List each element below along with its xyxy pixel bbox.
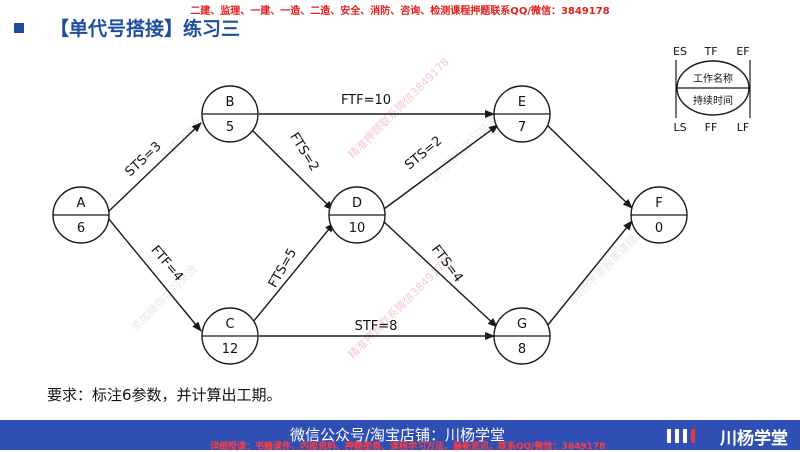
legend-lf: LF bbox=[737, 121, 749, 134]
node-a: A6 bbox=[52, 186, 110, 244]
legend: ES TF EF LS FF LF 工作名称 持续时间 bbox=[673, 45, 751, 134]
legend-ef: EF bbox=[736, 45, 749, 58]
legend-ff: FF bbox=[705, 121, 718, 134]
node-e: E7 bbox=[493, 85, 551, 143]
node-f: F0 bbox=[630, 186, 688, 244]
node-label: C bbox=[225, 317, 234, 332]
node-label: B bbox=[226, 95, 235, 110]
edge-label-d-e: STS=2 bbox=[402, 134, 445, 174]
edge-a-b bbox=[107, 122, 202, 213]
edge-label-c-g: STF=8 bbox=[355, 319, 398, 334]
edge-d-g bbox=[382, 220, 498, 328]
node-duration: 0 bbox=[655, 221, 663, 236]
edge-g-f bbox=[546, 220, 633, 327]
edge-label-b-d: FTS=2 bbox=[286, 130, 321, 174]
edge-d-e bbox=[383, 124, 499, 210]
edge-label-a-c: FTF=4 bbox=[147, 243, 185, 285]
legend-tf: TF bbox=[703, 45, 717, 58]
node-duration: 10 bbox=[349, 221, 366, 236]
node-label: G bbox=[517, 317, 527, 332]
edge-label-c-d: FTS=5 bbox=[266, 246, 300, 290]
edge-label-a-b: STS=3 bbox=[123, 139, 165, 180]
node-duration: 8 bbox=[518, 342, 526, 357]
node-label: E bbox=[518, 95, 526, 110]
node-duration: 5 bbox=[226, 120, 234, 135]
node-b: B5 bbox=[201, 85, 259, 143]
node-duration: 7 bbox=[518, 120, 526, 135]
node-c: C 12 bbox=[201, 307, 259, 365]
brand-logo-icon bbox=[667, 429, 695, 443]
node-label: F bbox=[655, 196, 662, 211]
node-g: G8 bbox=[493, 307, 551, 365]
edge-b-d bbox=[251, 129, 334, 211]
brand-name: 川杨学堂 bbox=[720, 429, 788, 449]
top-banner: 二建、监理、一建、一造、二造、安全、消防、咨询、检测课程押题联系QQ/微信：38… bbox=[190, 6, 610, 17]
title-bullet-icon bbox=[14, 22, 24, 33]
edge-c-d bbox=[252, 222, 335, 323]
footer-sub-text: 详细授课：书籍课件、内部资料、押题密卷、课程学习方法、最新资讯，联系QQ/微信：… bbox=[210, 442, 606, 452]
requirement-text: 要求：标注6参数，并计算出工期。 bbox=[47, 386, 282, 404]
page-title: 【单代号搭接】练习三 bbox=[50, 18, 241, 40]
legend-es: ES bbox=[673, 45, 687, 58]
footer-main-text: 微信公众号/淘宝店铺：川杨学堂 bbox=[290, 426, 506, 444]
footer-bar: 微信公众号/淘宝店铺：川杨学堂 详细授课：书籍课件、内部资料、押题密卷、课程学习… bbox=[0, 420, 800, 452]
edge-a-c bbox=[107, 217, 202, 332]
legend-duration: 持续时间 bbox=[693, 94, 733, 107]
node-duration: 6 bbox=[77, 221, 85, 236]
edge-label-d-g: FTS=4 bbox=[428, 242, 466, 285]
legend-name: 工作名称 bbox=[693, 72, 733, 85]
edge-label-b-e: FTF=10 bbox=[341, 93, 391, 108]
edge-e-f bbox=[546, 124, 633, 209]
node-label: A bbox=[77, 196, 86, 211]
node-duration: 12 bbox=[222, 342, 239, 357]
legend-ls: LS bbox=[673, 121, 686, 134]
node-label: D bbox=[352, 196, 362, 211]
title-row: 【单代号搭接】练习三 bbox=[14, 14, 240, 41]
node-d: D 10 bbox=[328, 186, 386, 244]
